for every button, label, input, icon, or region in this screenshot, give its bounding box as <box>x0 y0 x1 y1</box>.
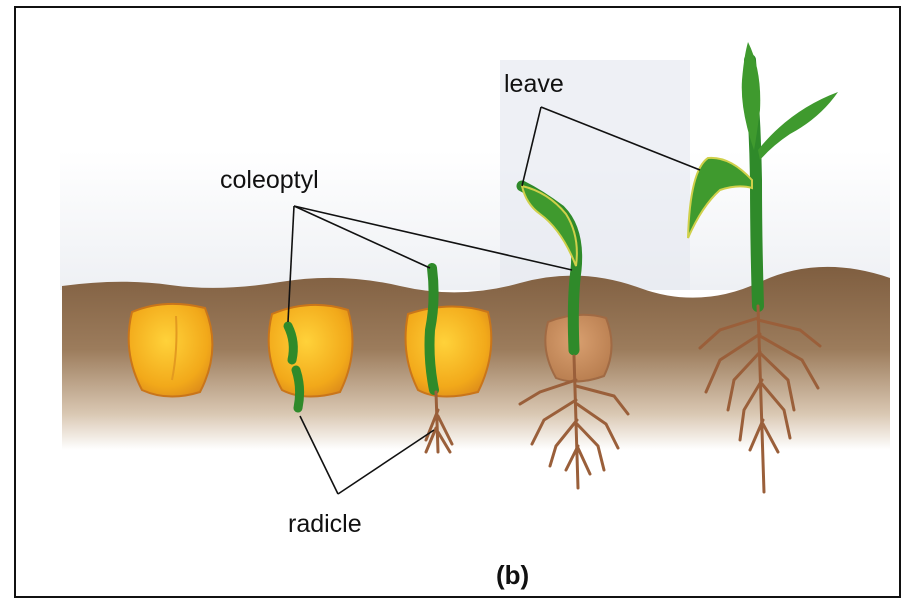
seed-1 <box>129 304 213 397</box>
leaf-label: leave <box>504 70 564 99</box>
coleoptile-label: coleoptyl <box>220 166 319 195</box>
stage-1-seed <box>129 304 213 397</box>
radicle-label: radicle <box>288 510 362 539</box>
seed-2 <box>269 305 353 397</box>
coleoptile-2 <box>288 326 293 360</box>
seed-3 <box>406 306 492 396</box>
shoot-3 <box>430 268 435 390</box>
figure-caption: (b) <box>496 560 529 591</box>
background-panel <box>60 150 890 290</box>
leaf-5-right <box>758 92 838 160</box>
radicle-2 <box>296 370 300 408</box>
